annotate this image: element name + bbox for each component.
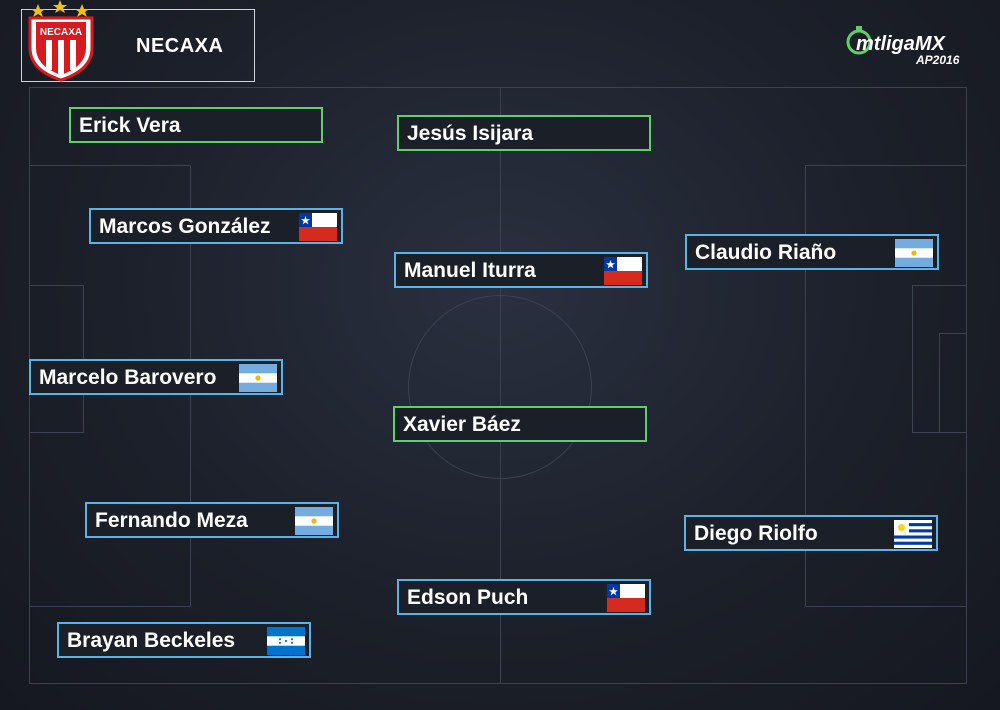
- player-card-diego-riolfo[interactable]: Diego Riolfo: [684, 515, 938, 551]
- player-card-erick-vera[interactable]: Erick Vera: [69, 107, 323, 143]
- crest-lettering: NECAXA: [40, 27, 82, 38]
- player-card-fernando-meza[interactable]: Fernando Meza: [85, 502, 339, 538]
- player-name: Claudio Riaño: [695, 241, 837, 264]
- right-goal-box-inner: [939, 333, 967, 433]
- player-name: Xavier Báez: [403, 413, 521, 436]
- player-name: Brayan Beckeles: [67, 629, 236, 652]
- player-card-marcos-gonzalez[interactable]: Marcos González: [89, 208, 343, 244]
- player-name: Manuel Iturra: [404, 259, 536, 282]
- player-card-edson-puch[interactable]: Edson Puch: [397, 579, 651, 615]
- team-name: NECAXA: [136, 35, 224, 57]
- player-name: Marcos González: [99, 215, 271, 238]
- player-name: Diego Riolfo: [694, 522, 818, 545]
- player-name: Edson Puch: [407, 586, 529, 609]
- player-card-brayan-beckeles[interactable]: Brayan Beckeles: [57, 622, 311, 658]
- mtligamx-logo: mtligaMX AP2016: [846, 26, 960, 67]
- argentina-flag-icon: [295, 507, 333, 535]
- logo-sub-text: AP2016: [915, 53, 960, 67]
- chile-flag-icon: [299, 213, 337, 241]
- chile-flag-icon: [604, 257, 642, 285]
- player-card-manuel-iturra[interactable]: Manuel Iturra: [394, 252, 648, 288]
- player-card-marcelo-barovero[interactable]: Marcelo Barovero: [29, 359, 283, 395]
- argentina-flag-icon: [239, 364, 277, 392]
- player-card-xavier-baez[interactable]: Xavier Báez: [393, 406, 647, 442]
- honduras-flag-icon: [267, 627, 305, 655]
- uruguay-flag-icon: [894, 520, 932, 548]
- player-name: Marcelo Barovero: [39, 366, 217, 389]
- player-name: Erick Vera: [79, 114, 181, 137]
- player-name: Jesús Isijara: [407, 122, 534, 145]
- player-name: Fernando Meza: [95, 509, 248, 532]
- center-circle: [408, 295, 592, 479]
- argentina-flag-icon: [895, 239, 933, 267]
- team-crest: NECAXA: [28, 0, 94, 82]
- chile-flag-icon: [607, 584, 645, 612]
- team-header: [21, 9, 255, 82]
- player-card-jesus-isijara[interactable]: Jesús Isijara: [397, 115, 651, 151]
- player-card-claudio-riano[interactable]: Claudio Riaño: [685, 234, 939, 270]
- logo-main-text: mtligaMX: [856, 33, 947, 55]
